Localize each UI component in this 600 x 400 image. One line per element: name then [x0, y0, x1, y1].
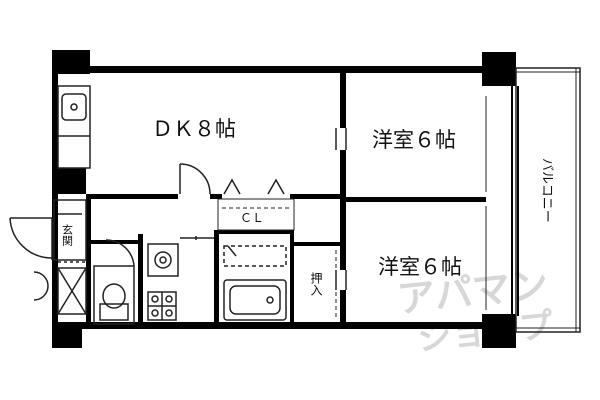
balcony-label: バルコニー — [539, 158, 554, 223]
western-room-bottom-label: 洋室６帖 — [378, 255, 462, 279]
entrance-area — [9, 199, 87, 315]
dk-room-features — [179, 163, 285, 195]
closet-label: ＣＬ — [240, 211, 264, 225]
western-room-doors — [335, 128, 347, 290]
interior-walls — [86, 73, 486, 328]
right-wall — [511, 86, 519, 316]
genkan-label: 玄関 — [61, 223, 74, 246]
balcony — [515, 67, 581, 333]
dk-label: ＤＫ８帖 — [152, 117, 236, 141]
oshiire-label: 押入 — [309, 272, 323, 296]
western-room-top-label: 洋室６帖 — [372, 128, 456, 152]
outer-walls — [52, 50, 516, 348]
bathroom — [223, 245, 287, 321]
washroom — [147, 236, 214, 321]
closet — [217, 198, 295, 231]
kitchen-counter — [57, 85, 91, 169]
toilet — [93, 239, 135, 325]
